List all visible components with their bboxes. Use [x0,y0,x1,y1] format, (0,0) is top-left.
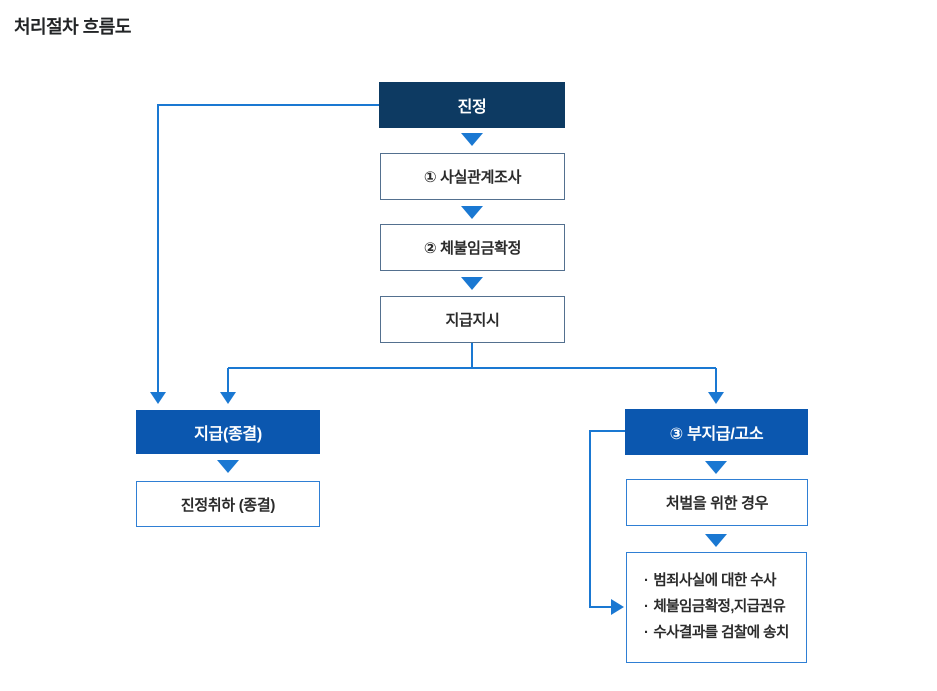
arrow-down-icon [220,392,236,404]
node-payment-order: 지급지시 [380,296,565,343]
node-nonpayment-accusation-label: ③ 부지급/고소 [669,426,764,443]
arrow-down-icon [461,277,483,290]
list-item-text: 범죄사실에 대한 수사 [653,573,776,589]
bullet-icon: · [644,625,649,641]
connector-bypass-left [157,104,379,392]
arrow-down-icon [708,392,724,404]
bullet-icon: · [644,599,649,615]
connector-loop [589,430,625,608]
node-unpaid-wage-confirmation-label: ② 체불임금확정 [423,240,522,257]
arrow-down-icon [217,460,239,473]
node-payment-closed: 지급(종결) [136,410,320,454]
arrow-right-icon [611,599,624,615]
node-fact-investigation: ① 사실관계조사 [380,153,565,200]
node-nonpayment-accusation: ③ 부지급/고소 [625,409,808,455]
list-item: · 체불임금확정,지급권유 [644,596,786,619]
list-item: · 수사결과를 검찰에 송치 [644,622,789,645]
list-item: · 범죄사실에 대한 수사 [644,570,776,593]
arrow-down-icon [705,534,727,547]
page-title: 처리절차 흐름도 [14,17,131,37]
bullet-icon: · [644,573,649,589]
arrow-down-icon [461,206,483,219]
node-fact-investigation-label: ① 사실관계조사 [423,169,522,186]
node-jinjeong: 진정 [379,82,565,128]
node-withdrawal-closed: 진정취하 (종결) [136,481,320,527]
node-punishment-case-label: 처벌을 위한 경우 [665,495,769,512]
list-item-text: 체불임금확정,지급권유 [653,599,786,615]
arrow-down-icon [705,461,727,474]
node-jinjeong-label: 진정 [457,99,487,116]
list-item-text: 수사결과를 검찰에 송치 [653,625,789,641]
arrow-down-icon [461,133,483,146]
node-unpaid-wage-confirmation: ② 체불임금확정 [380,224,565,271]
arrow-down-icon [150,392,166,404]
node-payment-order-label: 지급지시 [445,312,500,329]
node-payment-closed-label: 지급(종결) [194,426,262,443]
node-withdrawal-closed-label: 진정취하 (종결) [180,496,276,514]
node-investigation-details: · 범죄사실에 대한 수사 · 체불임금확정,지급권유 · 수사결과를 검찰에 … [626,552,807,663]
node-punishment-case: 처벌을 위한 경우 [626,479,808,526]
